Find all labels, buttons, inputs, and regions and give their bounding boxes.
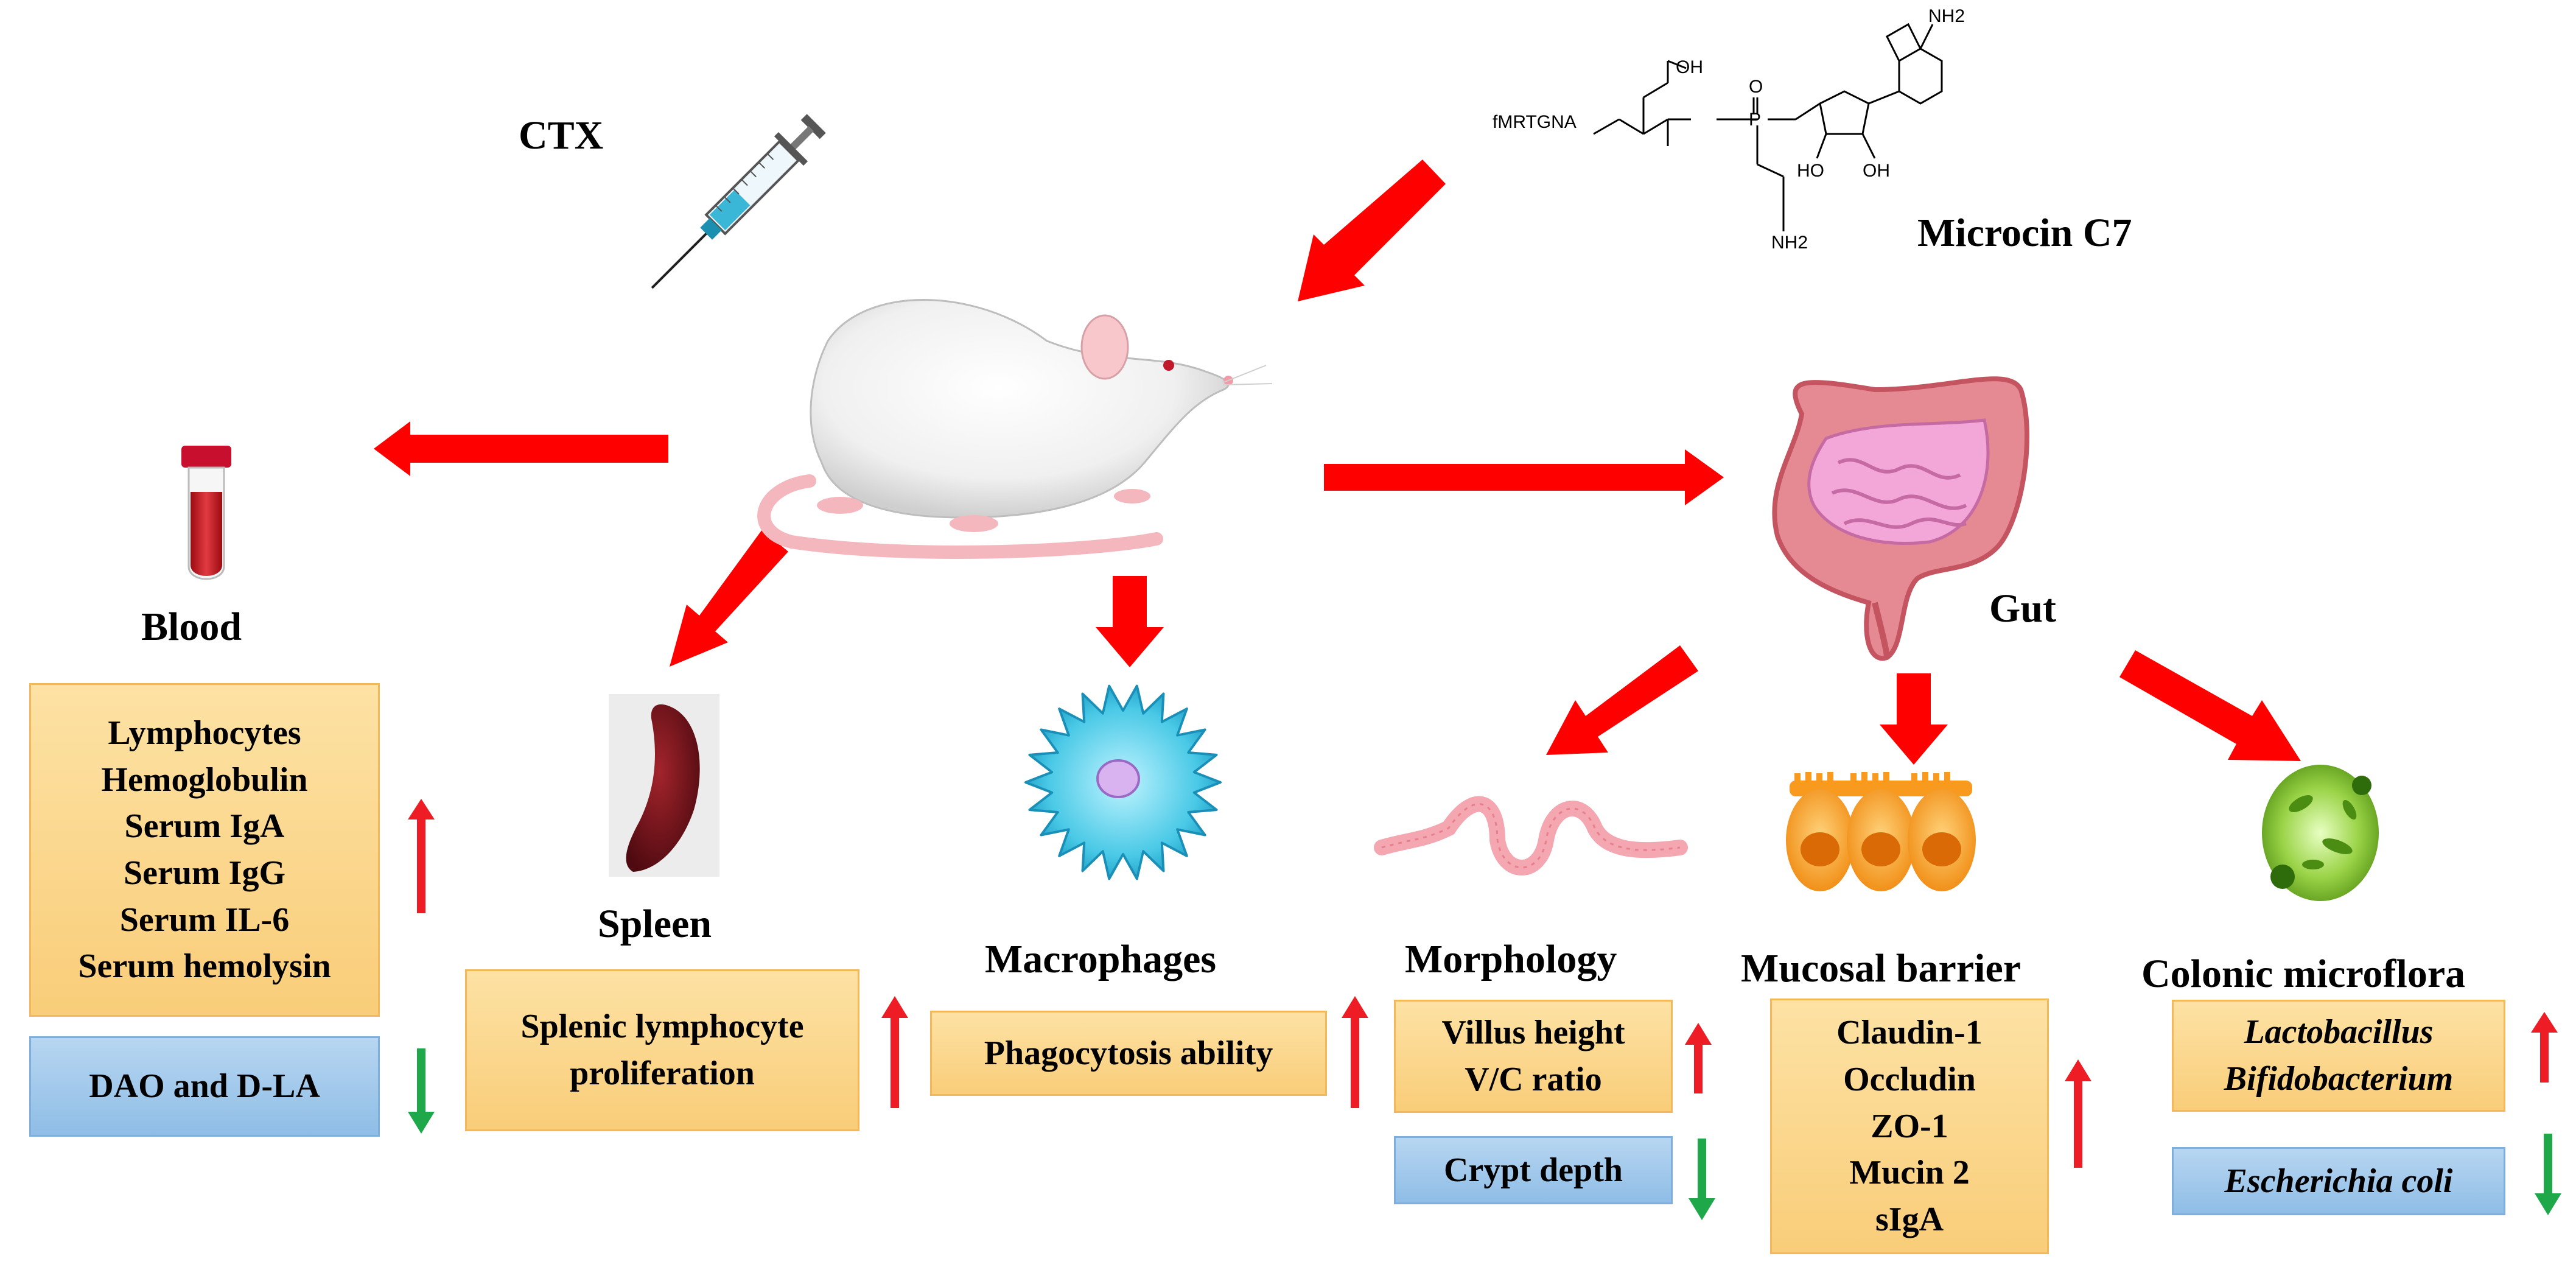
barrier-item-claudin: Claudin-1 [1836,1014,1983,1052]
barrier-item-occludin: Occludin [1843,1060,1976,1098]
spleen-box: Splenic lymphocyte proliferation [465,969,859,1131]
barrier-item-mucin: Mucin 2 [1849,1154,1970,1192]
barrier-up-arrow [2065,1059,2091,1168]
chem-nh2-bottom-label: NH2 [1771,233,1808,253]
blood-item-serum-iga: Serum IgA [124,807,285,846]
arrow-rat-to-blood [374,421,668,476]
spleen-icon [609,694,719,877]
mucosal-barrier-label: Mucosal barrier [1741,946,2021,991]
blood-tube-icon [181,446,231,580]
spleen-label: Spleen [598,902,712,946]
arrow-rat-to-gut [1324,449,1724,505]
blood-item-serum-il6: Serum IL-6 [119,900,290,939]
gut-label: Gut [1989,586,2057,631]
villi-icon [1374,796,1688,876]
microflora-item-bifidobacterium: Bifidobacterium [2224,1060,2454,1098]
ecoli-text: Escherichia coli [2224,1162,2453,1200]
morphology-item-vc-ratio: V/C ratio [1465,1061,1602,1098]
bacteria-icon [2262,765,2379,901]
arrow-gut-to-microflora [2119,650,2301,761]
microcin-label: Microcin C7 [1917,211,2132,255]
blood-item-hemoglobulin: Hemoglobulin [101,760,308,799]
blood-decrease-text: DAO and D-LA [89,1067,320,1106]
blood-label: Blood [141,605,242,649]
blood-down-arrow [408,1048,435,1134]
spleen-item-line2: proliferation [570,1055,755,1092]
chem-oh2-label: OH [1863,161,1890,181]
microcin-structure-labels: fMRTGNA OH P O HO OH NH2 NH2 [1493,6,1965,253]
colonic-microflora-label: Colonic microflora [2141,952,2466,996]
blood-decrease-box: DAO and D-LA [29,1036,380,1137]
chem-nh2-top-label: NH2 [1928,6,1965,26]
macrophage-box: Phagocytosis ability [930,1011,1327,1096]
morphology-box: Villus height V/C ratio [1394,1000,1673,1113]
barrier-item-zo1: ZO-1 [1871,1107,1948,1145]
morphology-item-villus: Villus height [1441,1014,1625,1052]
macrophage-text: Phagocytosis ability [984,1034,1273,1072]
chem-p-label: P [1749,110,1761,130]
ctx-label: CTX [519,113,604,158]
arrow-gut-to-morphology [1546,645,1698,755]
macrophages-label: Macrophages [985,937,1217,981]
morphology-up-arrow [1685,1023,1712,1093]
chem-peptide-label: fMRTGNA [1493,112,1577,132]
arrow-gut-to-barrier [1880,673,1948,765]
blood-item-serum-hemolysin: Serum hemolysin [78,947,331,986]
ecoli-box: Escherichia coli [2172,1147,2505,1215]
intestine-icon [1772,376,2029,661]
ecoli-down-arrow [2535,1134,2561,1215]
crypt-down-arrow [1689,1139,1715,1220]
macrophage-icon [1024,684,1222,880]
epithelial-cells-icon [1786,772,1976,891]
arrow-rat-to-macrophages [1096,576,1164,667]
spleen-item-line1: Splenic lymphocyte [520,1008,804,1046]
blood-item-lymphocytes: Lymphocytes [108,714,301,752]
blood-increase-box: Lymphocytes Hemoglobulin Serum IgA Serum… [29,683,380,1017]
morphology-label: Morphology [1405,937,1617,981]
chem-oh1-label: HO [1797,161,1824,181]
crypt-box: Crypt depth [1394,1136,1673,1204]
microflora-item-lactobacillus: Lactobacillus [2244,1013,2434,1051]
chem-oh-acid-label: OH [1676,57,1703,77]
microcin-structure-icon [1593,23,1943,231]
macrophage-up-arrow [1342,996,1368,1108]
syringe-icon [651,114,826,289]
blood-up-arrow [408,799,435,913]
barrier-box: Claudin-1 Occludin ZO-1 Mucin 2 sIgA [1770,998,2049,1254]
microflora-box: Lactobacillus Bifidobacterium [2172,1000,2505,1112]
arrow-microcin-to-rat [1298,160,1446,301]
rat-icon [757,299,1273,559]
crypt-text: Crypt depth [1443,1151,1623,1189]
microflora-up-arrow [2531,1012,2558,1083]
arrow-rat-to-spleen [670,530,788,667]
chem-o-label: O [1749,77,1763,97]
spleen-up-arrow [881,996,908,1108]
blood-item-serum-igg: Serum IgG [124,854,285,892]
barrier-item-siga: sIgA [1875,1201,1944,1239]
macrophage-nucleus [1096,759,1140,798]
